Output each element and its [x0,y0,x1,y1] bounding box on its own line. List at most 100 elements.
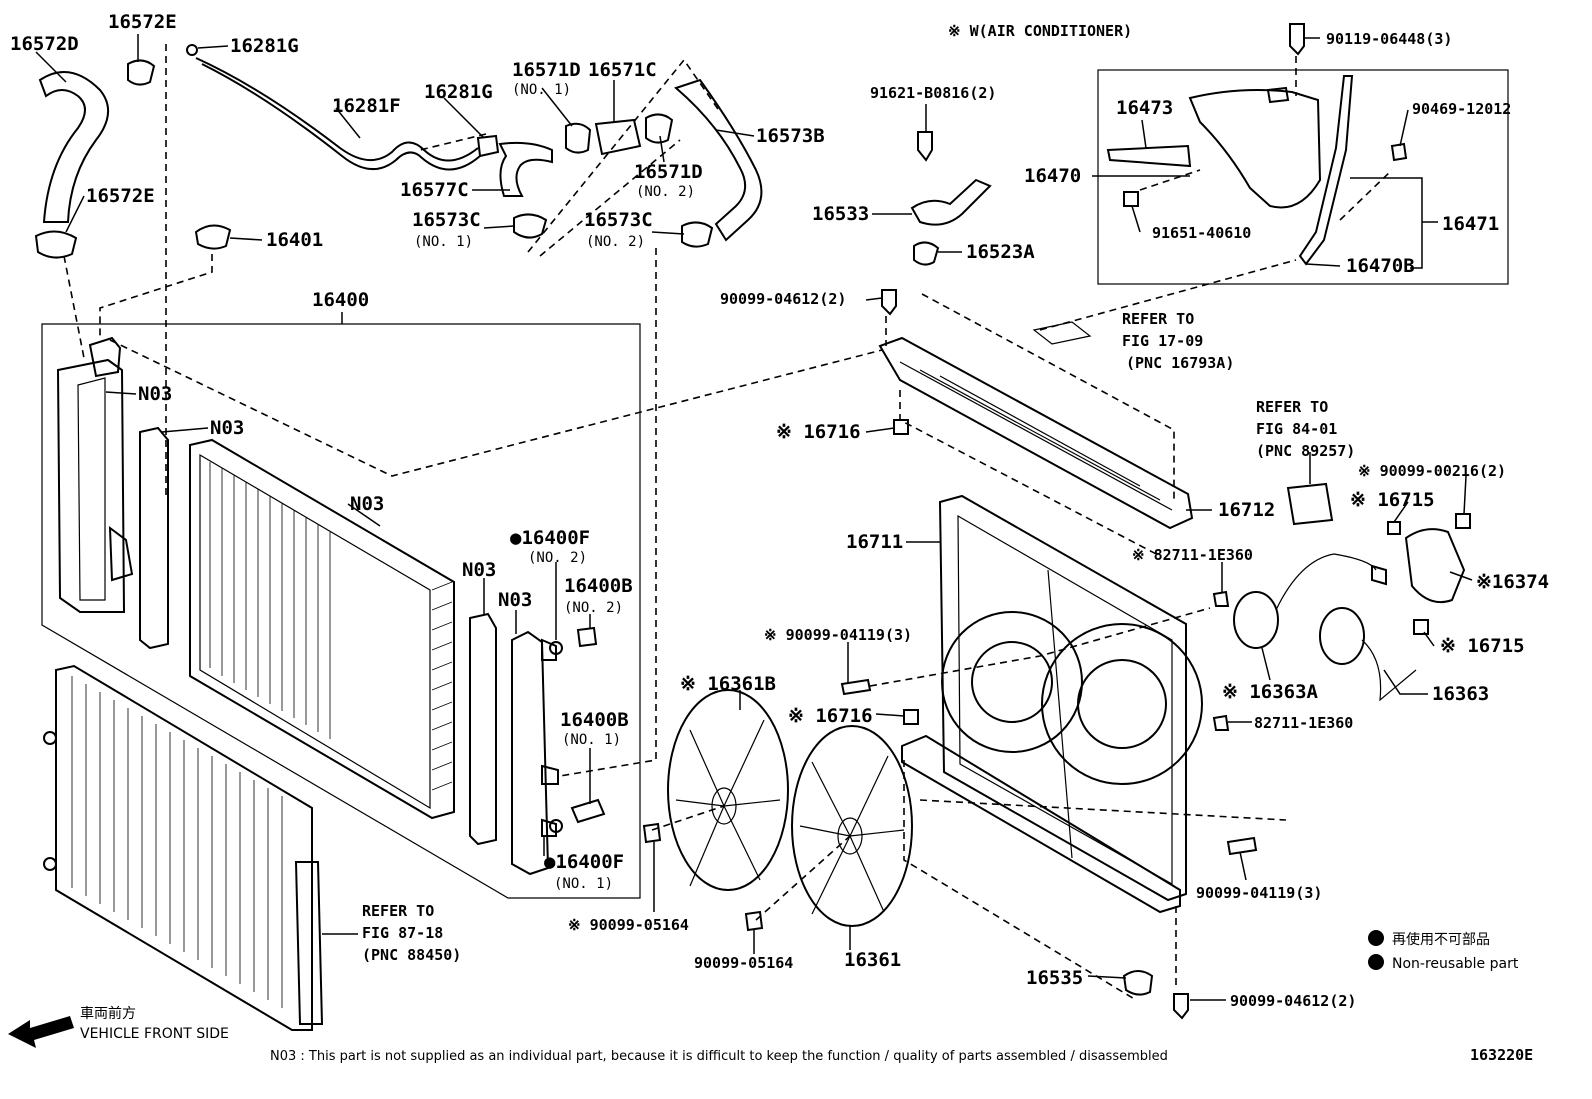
label-16363a: ※ 16363A [1222,681,1319,703]
label-16400b-no1-sub: (NO. 1) [562,732,621,748]
clamp-16281g-top [186,44,198,56]
reservoir-tank-16470 [1188,89,1322,209]
nut-90099-05164-left [642,822,662,844]
legend-jp: 再使用不可部品 [1392,931,1490,948]
ref-fig8401-line1: REFER TO [1256,398,1328,416]
bracket-16473 [1106,144,1192,168]
label-n03-c: N03 [350,493,384,515]
bracket-16533 [910,178,992,226]
label-16281g-mid: 16281G [424,81,493,103]
bolt-90119 [1289,23,1305,56]
label-16281f: 16281F [332,95,401,117]
label-16571c: 16571C [588,59,657,81]
gasket-n03-left [139,426,169,650]
radiator-left-tank [56,336,134,613]
pipe-16281f [195,57,479,162]
figure-id: 163220E [1470,1046,1533,1064]
oring-no1 [549,819,563,833]
oring-no2 [549,641,563,655]
shroud-bracket-16712 [878,336,1194,530]
label-16572e-mid: 16572E [86,185,155,207]
clamp-16573c-no1 [513,213,548,239]
n03-footnote: N03 : This part is not supplied as an in… [270,1049,1168,1064]
ref-fig1709-line1: REFER TO [1122,310,1194,328]
label-90099-04119-right: 90099-04119(3) [1196,884,1322,902]
label-16571d-no1: 16571D [512,59,581,81]
label-plate [1032,321,1092,345]
ref-fig8718-line3: (PNC 88450) [362,946,461,964]
bolt-91621 [917,131,933,162]
label-16571d-no2-sub: (NO. 2) [636,184,695,200]
relay-89257 [1286,482,1334,526]
label-16712: 16712 [1218,499,1275,521]
bolt-90099-04119-left [840,678,872,696]
clamp-16571d-no2 [645,113,674,144]
label-16471: 16471 [1442,213,1499,235]
fan-shroud-16711 [901,494,1203,914]
label-16573c-no1: 16573C [412,209,481,231]
hose-16571c [594,118,642,156]
label-n03-a: N03 [138,383,172,405]
label-16400: 16400 [312,289,369,311]
label-16715-top: ※ 16715 [1350,489,1435,511]
label-16400f-no1-sub: (NO. 1) [554,876,613,892]
clamp-16573c-no2 [681,221,714,248]
label-90099-04119-left: ※ 90099-04119(3) [764,626,912,644]
label-n03-b: N03 [210,417,244,439]
reservoir-box [1097,69,1509,285]
radiator-assembly-box [41,323,641,899]
label-90099-04612-bottom: 90099-04612(2) [1230,992,1356,1010]
header-note: ※ W(AIR CONDITIONER) [948,22,1132,40]
label-90119: 90119-06448(3) [1326,30,1452,48]
label-16374: ※16374 [1476,571,1549,593]
label-16573c-no1-sub: (NO. 1) [414,234,473,250]
label-16535: 16535 [1026,967,1083,989]
label-16281g-top: 16281G [230,35,299,57]
bolt-90099-00216 [1455,513,1471,529]
clamp-16572e-top [127,59,156,86]
ref-fig8401-line2: FIG 84-01 [1256,420,1337,438]
hose-16572d [38,71,109,223]
label-90099-00216: ※ 90099-00216(2) [1358,462,1506,480]
label-16572e-top: 16572E [108,11,177,33]
label-90469: 90469-12012 [1412,100,1511,118]
grommet-16523a [913,241,940,266]
label-n03-d: N03 [462,559,496,581]
drain-cock [570,798,606,824]
label-16400f-no2-sub: (NO. 2) [528,550,587,566]
label-16573c-no2: 16573C [584,209,653,231]
bolt-90099-04612-bottom [1173,993,1189,1020]
bolt-90099-04119-right [1226,836,1258,856]
drain-plug [576,626,598,648]
ref-fig1709-line2: FIG 17-09 [1122,332,1203,350]
front-side-en: VEHICLE FRONT SIDE [80,1026,229,1042]
condenser [43,664,324,1031]
label-16361b: ※ 16361B [680,673,776,695]
label-16572d: 16572D [10,33,79,55]
vehicle-front-arrow-icon [8,1016,74,1048]
label-16571d-no1-sub: (NO. 1) [512,82,571,98]
fan-16361 [791,725,913,927]
front-side-jp: 車両前方 [80,1005,136,1022]
label-91621: 91621-B0816(2) [870,84,996,102]
label-16470b: 16470B [1346,255,1415,277]
label-82711-mid: 82711-1E360 [1254,714,1353,732]
label-16533: 16533 [812,203,869,225]
label-16470: 16470 [1024,165,1081,187]
radiator-right-tank [511,630,559,876]
label-16361: 16361 [844,949,901,971]
label-16400b-no2: 16400B [564,575,633,597]
bolt-91651 [1123,191,1139,207]
label-16523a: 16523A [966,241,1035,263]
hose-16577c [498,141,553,197]
label-90099-04612-top: 90099-04612(2) [720,290,846,308]
ref-fig8718-line2: FIG 87-18 [362,924,443,942]
label-16363: 16363 [1432,683,1489,705]
clip-82711-mid [1212,714,1230,731]
label-16573b: 16573B [756,125,825,147]
bolt-90099-04612-top [881,289,897,316]
non-reusable-bullet-icon [1368,930,1384,946]
clamp-16571d-no1 [565,122,592,154]
label-16715-right: ※ 16715 [1440,635,1525,657]
